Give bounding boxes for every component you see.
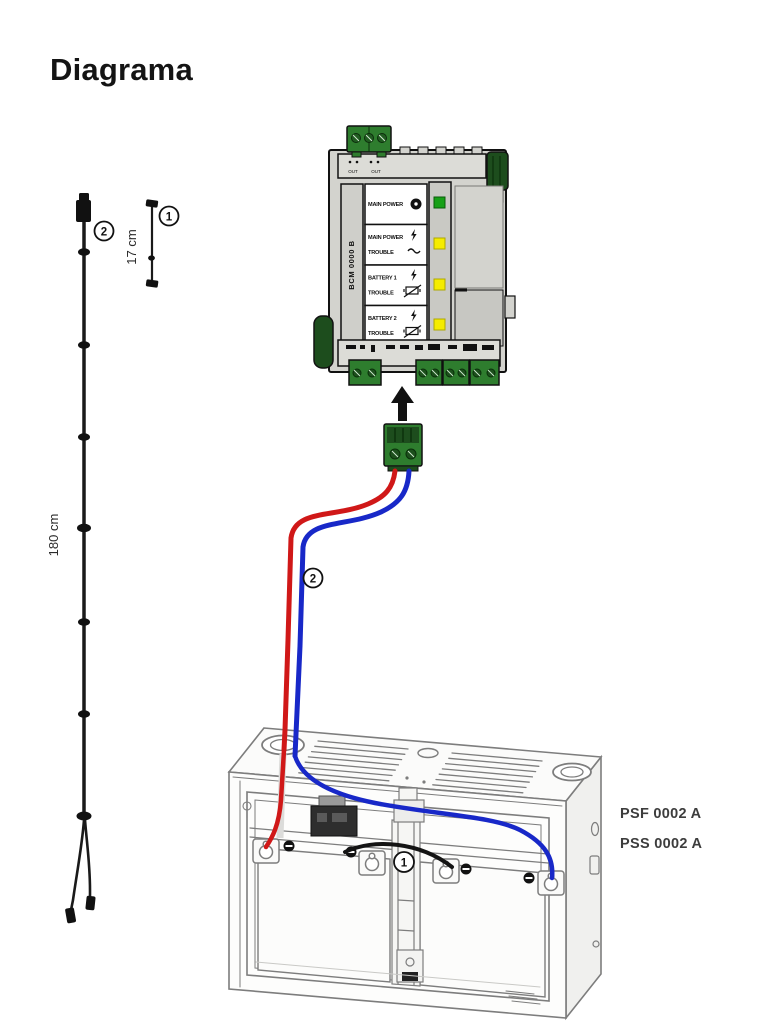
out-label: OUT xyxy=(348,169,358,174)
row-label-text: TROUBLE xyxy=(368,291,394,297)
power-supply-enclosure xyxy=(227,727,603,1021)
blue-wire-inside xyxy=(292,753,555,881)
led-yellow-icon xyxy=(433,237,446,250)
battery-jumper-wire xyxy=(343,842,454,869)
battery-icon xyxy=(403,284,422,298)
page-title: Diagrama xyxy=(50,52,193,87)
module-model-label: BCM 0000 B xyxy=(347,240,356,289)
label-row-battery1-trouble: BATTERY 1 TROUBLE xyxy=(364,264,428,307)
terminal-block-component xyxy=(310,795,358,837)
row-label-text: TROUBLE xyxy=(368,250,394,256)
up-arrow-icon xyxy=(391,386,414,421)
long-cable xyxy=(65,193,96,924)
row-label-text: BATTERY 2 xyxy=(368,316,397,322)
enclosure-model-psf: PSF 0002 A xyxy=(620,806,702,822)
side-connector-left xyxy=(313,315,334,369)
enclosure-model-pss: PSS 0002 A xyxy=(620,836,702,852)
cable-connector xyxy=(76,200,91,222)
short-cable xyxy=(145,199,159,288)
vent-grille-right xyxy=(432,752,543,794)
callout-1-short-cable: 1 xyxy=(158,205,180,227)
flash-icon xyxy=(411,269,417,281)
cable-connector-tip xyxy=(79,193,89,201)
callout-1-jumper: 1 xyxy=(393,851,415,873)
knockout-hole-right xyxy=(552,762,592,782)
minus-icon xyxy=(283,840,295,852)
out-indicator-dots xyxy=(348,160,380,164)
mount-tab xyxy=(504,295,516,319)
led-yellow-icon xyxy=(433,318,446,331)
led-green-icon xyxy=(433,196,446,209)
terminal-post xyxy=(537,870,565,896)
svg-text:2: 2 xyxy=(310,574,316,586)
blue-wire xyxy=(292,468,412,759)
svg-text:1: 1 xyxy=(401,858,408,870)
red-wire-inside xyxy=(263,747,287,850)
battery-terminal-posts xyxy=(252,838,565,896)
short-cable-length-label: 17 cm xyxy=(124,229,139,264)
red-wire xyxy=(281,468,398,753)
terminal-post xyxy=(252,838,280,864)
callout-2-wire-pair: 2 xyxy=(302,567,324,589)
right-panel xyxy=(454,185,516,347)
bottom-bracket xyxy=(396,949,424,983)
bcm-module: OUT OUT xyxy=(313,125,516,386)
vent-grille-left xyxy=(298,740,409,782)
side-face-details xyxy=(589,821,600,948)
svg-text:1: 1 xyxy=(166,212,173,224)
center-hole xyxy=(417,747,439,759)
callout-2-long-cable: 2 xyxy=(93,220,115,242)
label-row-main-power-trouble: MAIN POWER TROUBLE xyxy=(364,223,428,266)
row-label-text: TROUBLE xyxy=(368,331,394,337)
ac-wave-icon xyxy=(407,248,421,254)
battery-icon xyxy=(403,325,422,338)
battery-compartment-left xyxy=(257,847,391,983)
label-row-main-power: MAIN POWER xyxy=(364,183,428,226)
left-wall-keyhole xyxy=(242,801,252,819)
terminal-tiny-labels xyxy=(346,344,494,352)
bottom-terminal-blocks xyxy=(348,359,500,386)
flash-icon xyxy=(411,309,417,322)
row-label-text: BATTERY 1 xyxy=(368,276,397,282)
terminal-post xyxy=(358,850,386,876)
row-label-text: MAIN POWER xyxy=(368,235,403,241)
row-label-text: MAIN POWER xyxy=(368,202,403,208)
floor-grille xyxy=(505,990,541,1005)
cable-knots xyxy=(76,248,92,821)
out-label: OUT xyxy=(371,169,381,174)
wire-plug-connector xyxy=(383,423,423,472)
fork-tip xyxy=(85,895,96,911)
minus-icon xyxy=(460,863,472,875)
fork-tip xyxy=(65,907,76,924)
svg-text:2: 2 xyxy=(101,227,107,239)
top-terminal-block xyxy=(346,125,392,158)
power-icon xyxy=(410,198,422,210)
minus-icon xyxy=(523,872,535,884)
flash-icon xyxy=(411,229,417,241)
led-strip xyxy=(428,181,452,349)
led-yellow-icon xyxy=(433,278,446,291)
top-terminal-bar xyxy=(337,153,487,179)
long-cable-length-label: 180 cm xyxy=(46,514,61,557)
cable-fork xyxy=(69,819,92,911)
